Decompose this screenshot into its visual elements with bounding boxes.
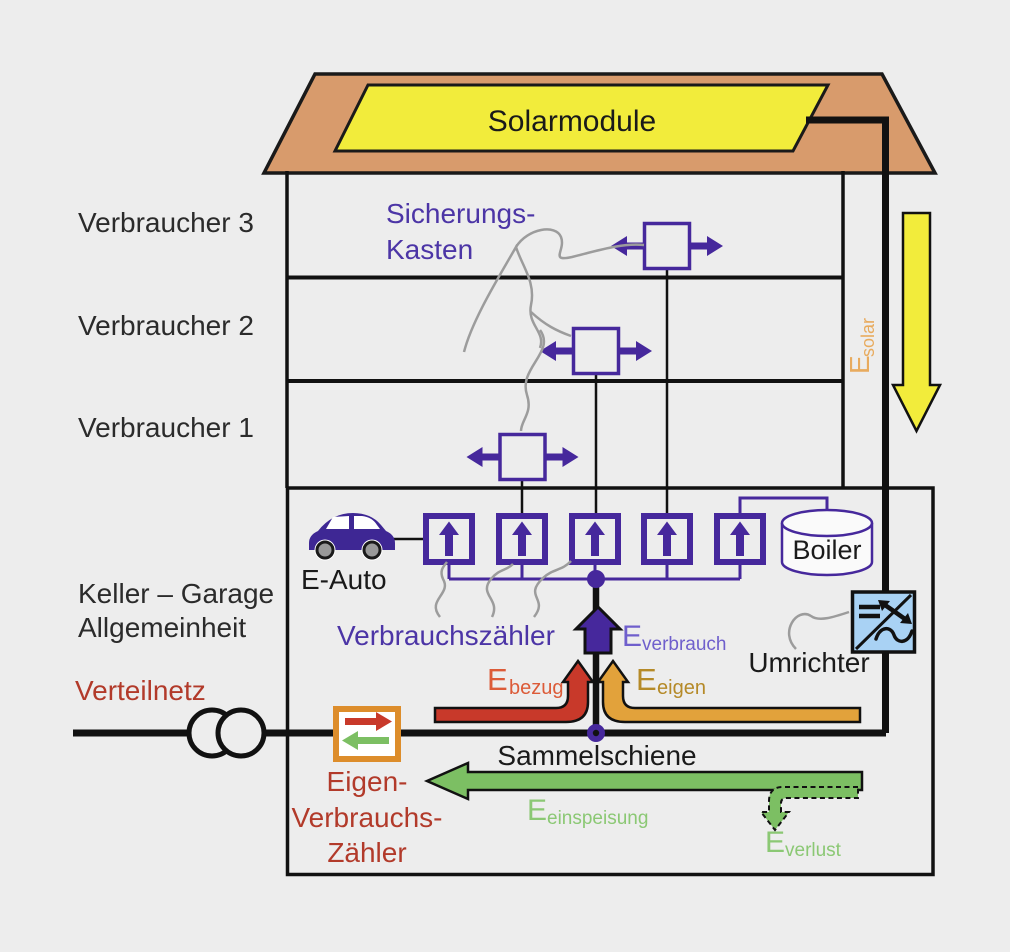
e-eigen-subscript: eigen bbox=[657, 677, 706, 699]
solar-panel-label: Solarmodule bbox=[488, 105, 656, 138]
transformer-icon bbox=[215, 707, 267, 759]
self-consumption-arrow bbox=[595, 658, 862, 724]
squiggle-fusebox bbox=[530, 311, 572, 338]
meter-icon bbox=[569, 513, 621, 565]
squiggle-meter bbox=[532, 560, 572, 618]
fuse-box-icon bbox=[540, 326, 652, 376]
basement-label-line1: Keller – Garage bbox=[78, 578, 274, 609]
floor3-label: Verbraucher 3 bbox=[78, 207, 254, 238]
fuse-box-label-line1: Sicherungs- bbox=[386, 198, 535, 229]
squiggle-fusebox bbox=[514, 228, 645, 260]
floor1-label: Verbraucher 1 bbox=[78, 412, 254, 443]
e-solar-symbol: E bbox=[844, 355, 875, 374]
basement-outline bbox=[285, 486, 935, 877]
consumption-meter-label: Verbrauchszähler bbox=[337, 620, 555, 651]
solar-panel bbox=[332, 83, 831, 153]
ev-label: E-Auto bbox=[301, 564, 387, 595]
meter-icon bbox=[496, 513, 548, 565]
pointer-squiggles bbox=[434, 228, 850, 650]
self-meter-label-line2: Verbrauchs- bbox=[292, 802, 443, 833]
e-bezug-subscript: bezug bbox=[509, 677, 564, 699]
busbar-label: Sammelschiene bbox=[497, 740, 696, 771]
squiggle-meter bbox=[485, 563, 514, 618]
inverter-icon bbox=[850, 590, 917, 654]
self-meter-label-line3: Zähler bbox=[327, 837, 406, 868]
import-arrow-icon bbox=[345, 712, 392, 731]
fuse-box-label-line2: Kasten bbox=[386, 234, 473, 265]
loss-arrow bbox=[758, 786, 859, 832]
fuse-boxes bbox=[466, 221, 723, 482]
e-einspeisung-symbol: E bbox=[527, 794, 547, 827]
solar-energy-label: E solar bbox=[844, 318, 878, 374]
e-eigen-symbol: E bbox=[636, 662, 657, 697]
solar-cable bbox=[806, 116, 889, 733]
grid-import-arrow bbox=[433, 658, 596, 724]
solar-energy-arrow bbox=[890, 211, 943, 434]
export-arrow-icon bbox=[342, 731, 389, 750]
basement-label-line2: Allgemeinheit bbox=[78, 612, 246, 643]
consumption-meters bbox=[423, 513, 766, 565]
e-solar-subscript: solar bbox=[858, 318, 878, 357]
boiler-label: Boiler bbox=[792, 535, 861, 565]
self-meter-label-line1: Eigen- bbox=[327, 766, 408, 797]
e-einspeisung-subscript: einspeisung bbox=[547, 808, 648, 829]
e-verbrauch-subscript: verbrauch bbox=[642, 634, 727, 655]
consumption-arrow bbox=[572, 604, 624, 655]
junction-dot-center bbox=[592, 729, 600, 737]
e-verlust-subscript: verlust bbox=[785, 840, 842, 861]
e-verlust-symbol: E bbox=[765, 826, 785, 859]
squiggle-inverter bbox=[787, 610, 850, 650]
e-verbrauch-symbol: E bbox=[622, 620, 642, 653]
meter-icon bbox=[714, 513, 766, 565]
boiler-wire bbox=[738, 496, 829, 514]
fuse-box-icon bbox=[466, 432, 579, 482]
squiggle-meter bbox=[434, 561, 448, 618]
grid-meter-icon bbox=[333, 706, 401, 762]
meter-icon bbox=[423, 513, 475, 565]
meter-icon bbox=[641, 513, 693, 565]
junction-dot bbox=[587, 570, 605, 588]
e-bezug-symbol: E bbox=[487, 662, 508, 697]
inverter-label: Umrichter bbox=[748, 647, 869, 678]
fuse-box-icon bbox=[611, 221, 723, 271]
car-icon bbox=[309, 513, 395, 561]
squiggle-fusebox bbox=[462, 243, 543, 353]
grid-label: Verteilnetz bbox=[75, 675, 206, 706]
squiggle-fusebox bbox=[519, 329, 546, 432]
boiler-icon bbox=[780, 508, 874, 577]
floor2-label: Verbraucher 2 bbox=[78, 310, 254, 341]
